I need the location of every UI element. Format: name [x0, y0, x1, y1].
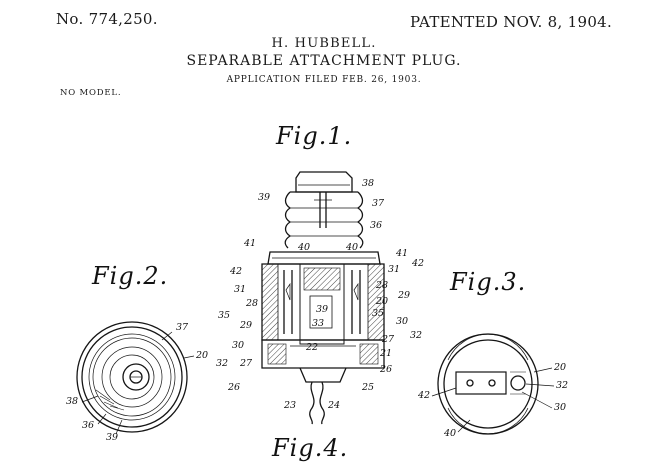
ref-22: 22 [305, 342, 318, 353]
fig2-ref-20: 20 [195, 350, 208, 361]
ref-39-center: 39 [316, 304, 328, 315]
fig1-label: Fig.1. [275, 122, 352, 150]
ref-41-right: 41 [395, 248, 408, 259]
fig3-label: Fig.3. [449, 268, 526, 296]
ref-27-left: 27 [239, 358, 253, 369]
ref-32-right: 32 [410, 330, 422, 341]
inventor-name: H. HUBBELL. [271, 36, 377, 51]
ref-21: 21 [379, 348, 392, 359]
ref-32-left: 32 [216, 358, 228, 369]
ref-42-left: 42 [229, 266, 242, 277]
fig2-ref-37: 37 [176, 322, 189, 333]
fig2-label: Fig.2. [91, 262, 168, 290]
ref-24: 24 [327, 400, 340, 411]
ref-39: 39 [258, 192, 270, 203]
fig2-ref-36: 36 [82, 420, 94, 431]
patent-number: No. 774,250. [56, 10, 158, 28]
ref-42-right: 42 [411, 258, 424, 269]
ref-35-right: 35 [372, 308, 384, 319]
patent-title: SEPARABLE ATTACHMENT PLUG. [186, 53, 462, 69]
ref-28-left: 28 [245, 298, 258, 309]
ref-40-left: 40 [297, 242, 310, 253]
ref-38: 38 [362, 178, 374, 189]
fig3-ref-32: 32 [556, 380, 568, 391]
ref-30-right: 30 [396, 316, 408, 327]
fig3-reference-numerals: 20 32 42 30 40 [417, 362, 568, 439]
fig3-ref-40: 40 [443, 428, 456, 439]
ref-31-right: 31 [388, 264, 400, 275]
fig3-ref-30: 30 [554, 402, 566, 413]
ref-26-right: 26 [379, 364, 392, 375]
model-note: NO MODEL. [60, 88, 122, 98]
ref-26-left: 26 [227, 382, 240, 393]
ref-37: 37 [372, 198, 385, 209]
fig3-ref-20: 20 [553, 362, 566, 373]
ref-25: 25 [361, 382, 374, 393]
fig4-label: Fig.4. [271, 434, 348, 462]
ref-28-right: 28 [375, 280, 388, 291]
ref-33: 33 [312, 318, 324, 329]
fig1-sectional-view [261, 171, 385, 425]
fig2-reference-numerals: 37 20 38 36 39 [66, 322, 208, 443]
fig3-cross-section [437, 333, 539, 435]
fig3-ref-42: 42 [417, 390, 430, 401]
ref-23: 23 [283, 400, 296, 411]
ref-31-left: 31 [234, 284, 246, 295]
fig2-ref-39: 39 [106, 432, 118, 443]
ref-35-left: 35 [218, 310, 230, 321]
ref-30-left: 30 [232, 340, 244, 351]
fig2-ref-38: 38 [66, 396, 78, 407]
ref-41-left: 41 [243, 238, 256, 249]
ref-29-left: 29 [239, 320, 252, 331]
patented-date: PATENTED NOV. 8, 1904. [410, 13, 613, 31]
application-filed: APPLICATION FILED FEB. 26, 1903. [226, 75, 422, 85]
fig1-reference-numerals: 38 39 37 36 41 40 40 41 42 42 31 31 28 2… [216, 178, 424, 411]
ref-20: 20 [375, 296, 388, 307]
ref-40-right: 40 [345, 242, 358, 253]
ref-29-right: 29 [397, 290, 410, 301]
ref-27-right: 27 [381, 334, 395, 345]
fig2-end-view [76, 321, 188, 433]
ref-36: 36 [370, 220, 382, 231]
